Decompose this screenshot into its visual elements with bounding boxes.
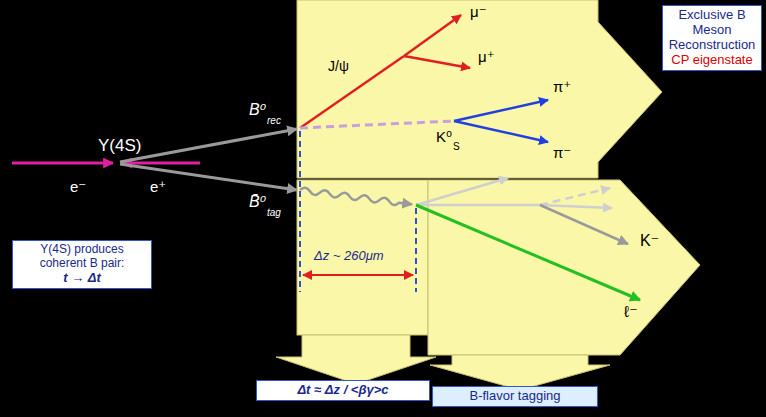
tag-track <box>540 188 610 205</box>
positron-beam <box>122 162 200 165</box>
kshort-track <box>300 121 454 128</box>
tag-track <box>416 178 508 205</box>
particle-label: Υ(4S) <box>98 136 141 156</box>
rec-vertex-marker <box>299 131 301 292</box>
wavy-line <box>300 187 413 207</box>
output-box: Exclusive B Meson ReconstructionCP eigen… <box>662 5 762 71</box>
tag-track <box>540 205 612 208</box>
particle-label: B̄⁰ <box>249 193 266 211</box>
b-rec-track <box>120 129 297 162</box>
output-box: B-flavor tagging <box>432 386 598 407</box>
muon-plus-track <box>404 56 470 68</box>
box-text: Exclusive B Meson Reconstruction <box>667 8 757 53</box>
tag-region <box>297 180 428 335</box>
b-tag-oscillation <box>300 187 413 207</box>
kaon-track <box>540 205 628 244</box>
lepton-track <box>416 205 640 300</box>
box-subtext: t → Δt <box>17 271 147 286</box>
box-text: B-flavor tagging <box>437 389 593 404</box>
electron-beam <box>12 162 113 165</box>
note-box: Υ(4S) produces coherent B pair:t → Δt <box>12 240 152 289</box>
particle-label: K⁰ <box>436 128 452 145</box>
particle-label: μ⁻ <box>470 3 487 20</box>
dz-arrow <box>303 274 413 276</box>
b-tag-track <box>120 164 297 190</box>
jpsi-track <box>300 56 404 128</box>
muon-minus-track <box>404 15 461 56</box>
beam-label: e⁻ <box>70 178 86 195</box>
particle-subscript: rec <box>267 115 281 127</box>
pion-minus-track <box>454 121 548 142</box>
box-text: Δt ≈ Δz / <βγ>c <box>261 383 425 398</box>
particle-label: ℓ⁻ <box>624 303 638 321</box>
particle-subscript: S <box>453 141 460 153</box>
dimension-label: Δz ~ 260μm <box>314 249 384 264</box>
particle-label: π⁻ <box>553 144 571 161</box>
dt-down-arrow <box>276 335 436 384</box>
particle-label: K⁻ <box>640 232 659 250</box>
particle-label: J/ψ <box>328 58 349 74</box>
tag-vertex-marker <box>415 208 417 292</box>
box-subtext: CP eigenstate <box>667 53 757 68</box>
particle-label: B⁰ <box>249 101 266 119</box>
particle-label: π⁺ <box>553 78 571 95</box>
beam-label: e⁺ <box>150 178 166 195</box>
reco-region-arrow <box>297 0 662 178</box>
pion-plus-track <box>454 100 548 121</box>
tag-track <box>416 204 540 207</box>
formula-box: Δt ≈ Δz / <βγ>c <box>256 380 430 401</box>
particle-label: μ⁺ <box>478 48 495 65</box>
box-text: Υ(4S) produces coherent B pair: <box>17 243 147 271</box>
particle-subscript: tag <box>267 207 281 219</box>
tagging-down-arrow <box>430 355 610 390</box>
